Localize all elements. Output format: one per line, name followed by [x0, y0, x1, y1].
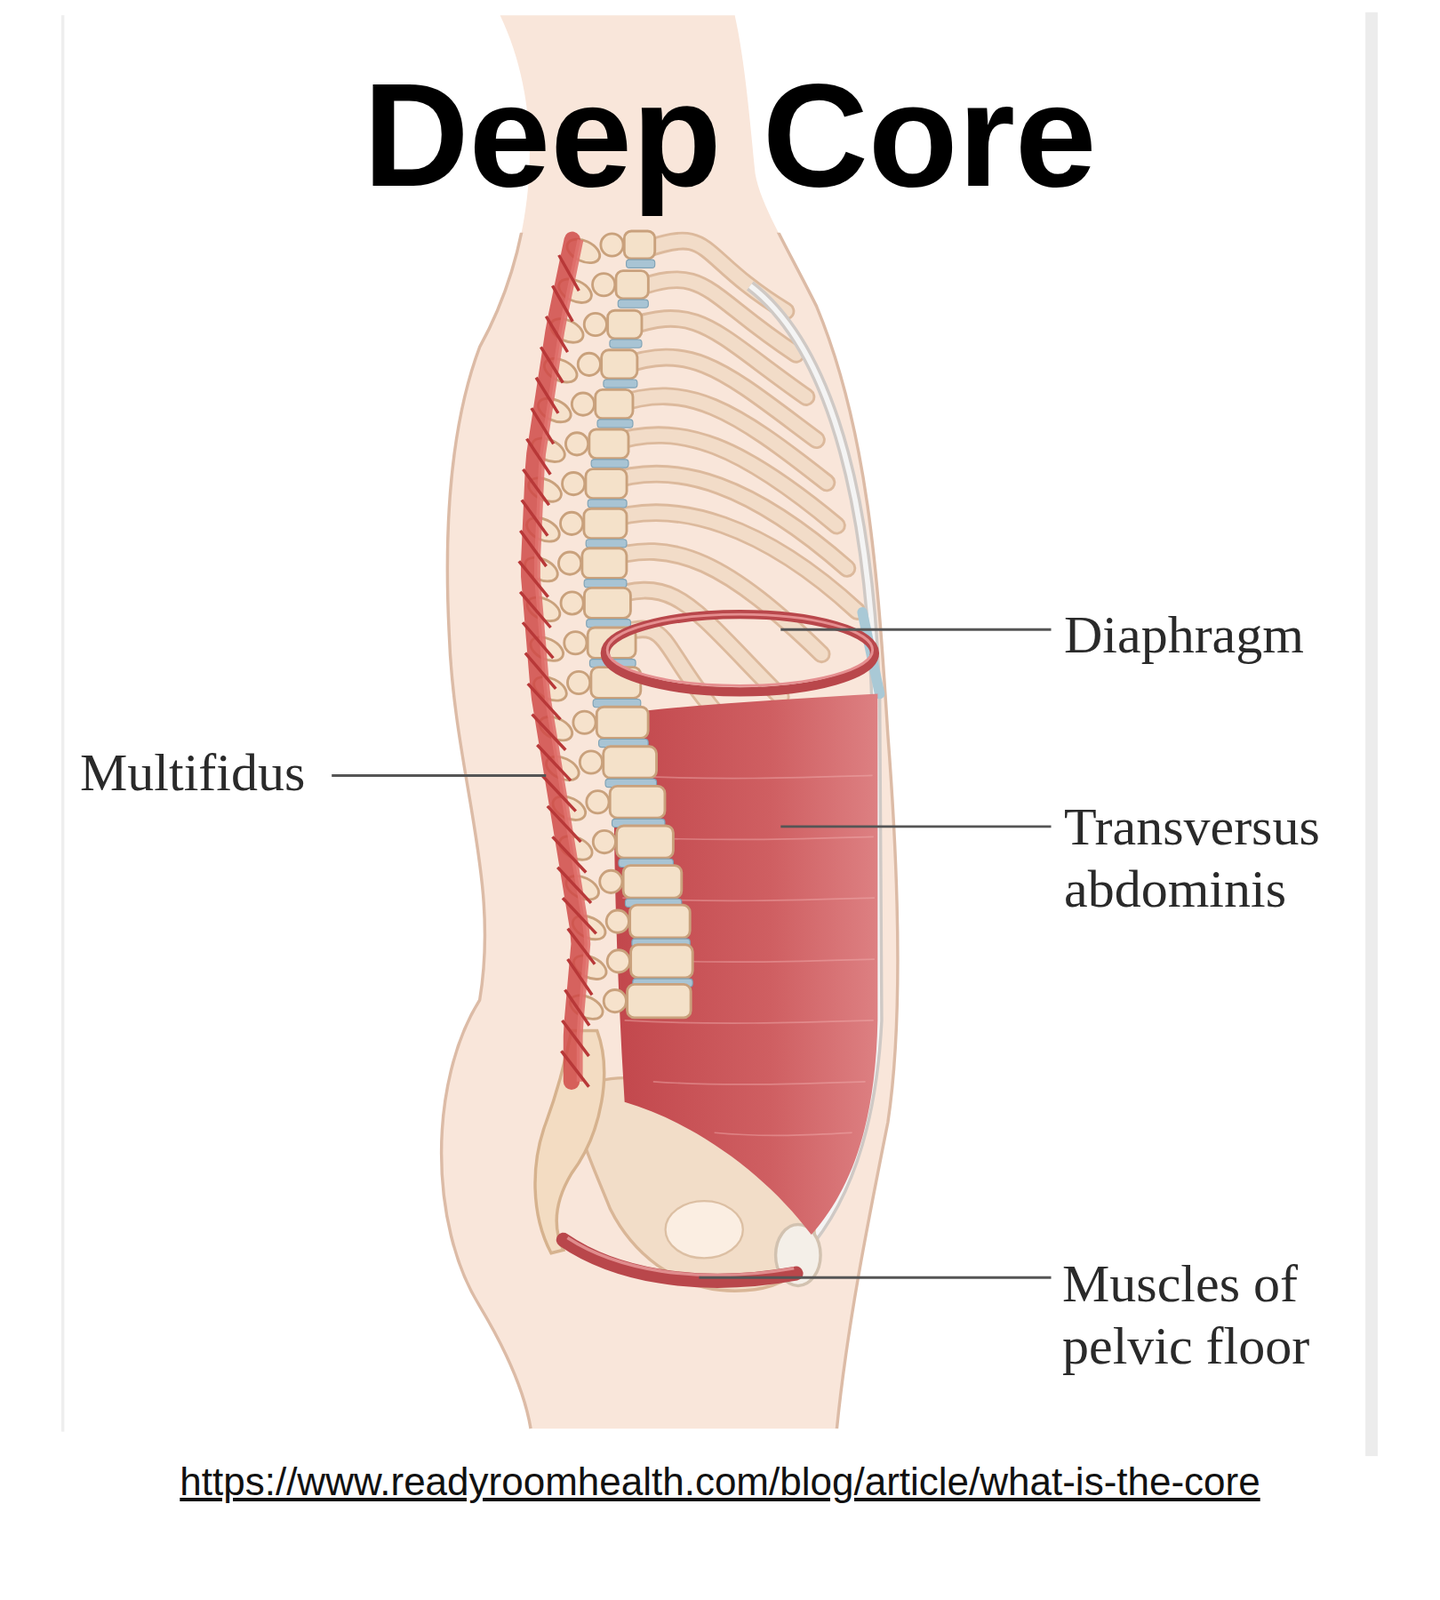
- multifidus-fibre: [536, 240, 587, 1082]
- transverse-process: [584, 312, 607, 336]
- part-label: Diaphragm: [1064, 603, 1402, 666]
- intervertebral-disc: [603, 379, 638, 388]
- intervertebral-disc: [597, 419, 633, 428]
- transverse-process: [586, 791, 609, 814]
- diaphragm-highlight: [607, 614, 872, 686]
- vertebral-body: [584, 587, 631, 618]
- sacrum: [535, 1030, 605, 1253]
- multifidus-fascicle: [552, 285, 574, 321]
- multifidus-fascicle: [536, 377, 559, 414]
- multifidus-fascicle: [532, 714, 567, 751]
- transverse-process: [562, 472, 585, 496]
- multifidus-fascicle: [559, 255, 580, 291]
- obturator: [665, 1200, 744, 1258]
- intervertebral-disc: [584, 579, 627, 588]
- multifidus-fascicle: [531, 408, 554, 444]
- multifidus-fascicle: [547, 806, 582, 842]
- multifidus-fascicle: [520, 530, 546, 567]
- multifidus-fascicle: [525, 653, 556, 689]
- multifidus-fascicle: [565, 990, 590, 1026]
- multifidus-fascicle: [568, 928, 595, 965]
- transverse-process: [600, 870, 623, 893]
- vertebral-body: [623, 865, 682, 899]
- multifidus-band: [528, 240, 579, 1082]
- vertebral-body: [609, 785, 665, 818]
- intervertebral-disc: [586, 619, 632, 628]
- multifidus-fascicle: [542, 775, 576, 811]
- multifidus-fascicle: [562, 897, 597, 934]
- vertebral-body: [627, 984, 692, 1018]
- transverse-process: [560, 512, 584, 535]
- multifidus-fascicle: [522, 469, 549, 505]
- intervertebral-disc: [617, 299, 648, 308]
- transverse-process: [573, 711, 596, 734]
- panel: [80, 15, 1345, 1432]
- transverse-process: [560, 592, 584, 615]
- vertebral-body: [584, 508, 627, 538]
- multifidus-fascicle: [520, 592, 551, 628]
- diaphragm: [605, 614, 875, 692]
- multifidus-fascicle: [527, 439, 552, 475]
- intervertebral-disc: [626, 259, 656, 268]
- multifidus-fascicle: [557, 867, 592, 904]
- vertebral-body: [582, 548, 627, 579]
- vertebral-body: [589, 429, 629, 459]
- multifidus-fascicle: [568, 959, 592, 995]
- vertebral-body: [603, 746, 657, 778]
- part-label: Muscles of pelvic floor: [1062, 1252, 1356, 1377]
- transverse-process: [577, 352, 600, 376]
- multifidus-fascicle: [540, 346, 563, 383]
- multifidus-fascicle: [552, 836, 587, 872]
- pelvic-floor-highlight: [567, 1237, 794, 1275]
- multifidus-fascicle: [560, 1050, 589, 1087]
- transverse-process: [571, 392, 594, 416]
- multifidus-fascicle: [519, 560, 549, 597]
- vertebral-body: [596, 706, 648, 738]
- transverse-process: [558, 552, 581, 575]
- vertebral-body: [616, 825, 674, 858]
- panel-border-left: [61, 15, 64, 1432]
- vertebral-body: [630, 904, 691, 938]
- rib-cage: [602, 240, 857, 740]
- body-silhouette: [441, 15, 898, 1429]
- intervertebral-disc: [591, 459, 629, 468]
- transverse-process: [606, 910, 629, 933]
- vertebral-body: [616, 271, 648, 299]
- part-label: Multifidus: [80, 741, 320, 804]
- vertebral-body: [595, 389, 633, 418]
- vertebral-body: [608, 310, 642, 339]
- part-label: Transversus abdominis: [1064, 795, 1384, 920]
- caption-link: https://www.readyroomhealth.com/blog/art…: [0, 1458, 1440, 1505]
- transverse-process: [592, 830, 616, 853]
- intervertebral-disc: [587, 499, 627, 508]
- vertebral-body: [624, 231, 655, 259]
- multifidus-fascicle: [522, 622, 553, 658]
- multifidus-fascicle: [562, 1020, 590, 1056]
- multifidus: [519, 240, 597, 1088]
- multifidus-fascicle: [521, 500, 548, 536]
- transverse-process: [600, 233, 624, 256]
- vertebral-body: [601, 350, 638, 379]
- transverse-process: [579, 751, 602, 774]
- multifidus-fascicle: [545, 316, 568, 352]
- transverse-process: [592, 273, 616, 296]
- transverse-process: [567, 671, 590, 694]
- panel-border-right: [1365, 12, 1378, 1456]
- vertebral-body: [585, 469, 627, 499]
- transverse-process: [565, 432, 588, 456]
- transverse-process: [603, 990, 626, 1013]
- leader-lines: [331, 629, 1051, 1278]
- transverse-process: [607, 950, 630, 973]
- vertebral-body: [631, 944, 694, 978]
- transverse-process: [564, 632, 587, 655]
- intervertebral-disc: [609, 339, 642, 348]
- title: Deep Core: [0, 62, 1440, 209]
- body-outline: [441, 232, 898, 1429]
- intervertebral-disc: [585, 539, 627, 548]
